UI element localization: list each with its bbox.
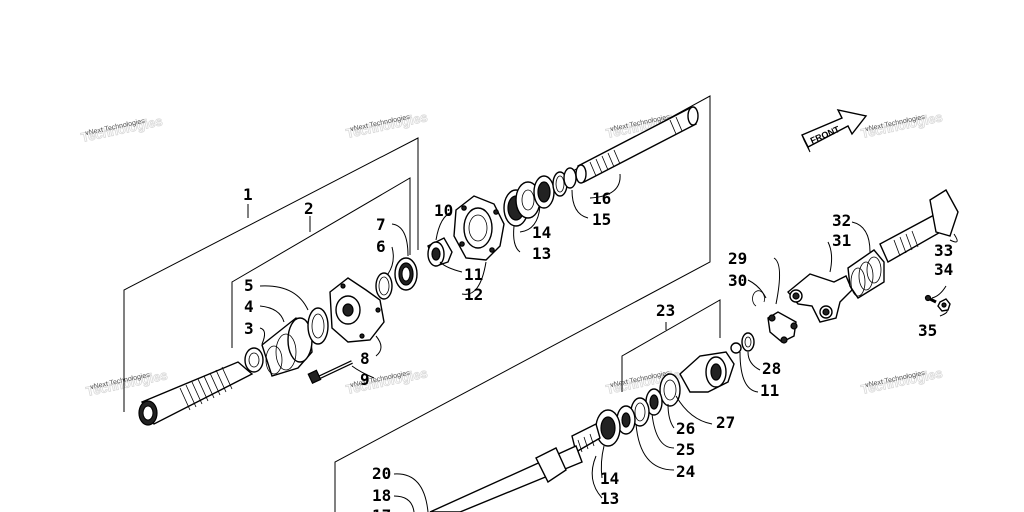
bearing-part-26 (659, 373, 681, 407)
upper-left-assembly (138, 257, 418, 426)
bearing-part-24 (616, 397, 650, 435)
ring-part-5 (307, 307, 329, 345)
flange-hub-part-8 (329, 277, 385, 343)
watermark: Technologies vNext Technologies (84, 367, 169, 400)
callout-label: 11 (760, 381, 779, 400)
callout-label: 28 (762, 359, 781, 378)
callout-label: 12 (464, 285, 483, 304)
front-arrow: FRONT (801, 109, 868, 153)
bearing-part-25 (645, 388, 663, 416)
callout-label: 8 (360, 349, 370, 368)
callout-label: 14 (532, 223, 551, 242)
callout-label: 10 (434, 201, 453, 220)
washer-part-6 (375, 272, 393, 300)
shaft-part-33 (879, 189, 959, 263)
bolt-part-9 (307, 360, 353, 385)
callout-label: 23 (656, 301, 675, 320)
boot-part-4 (261, 317, 313, 377)
callout-label: 15 (592, 210, 611, 229)
callout-label: 25 (676, 440, 695, 459)
watermark: Technologies vNext Technologies (79, 113, 164, 146)
watermark: Technologies vNext Technologies (859, 109, 944, 142)
callout-label: 9 (360, 370, 370, 389)
callout-label: 3 (244, 319, 254, 338)
callout-label: 16 (592, 189, 611, 208)
callout-label: 4 (244, 297, 254, 316)
callout-label: 1 (243, 185, 253, 204)
lower-shaft-assembly (429, 342, 742, 512)
callout-label: 34 (934, 260, 953, 279)
ring-part-28 (741, 332, 755, 352)
callout-label: 27 (716, 413, 735, 432)
callout-label: 32 (832, 211, 851, 230)
bolt-part-34 (924, 294, 937, 304)
callout-label: 29 (728, 249, 747, 268)
callout-label: 35 (918, 321, 937, 340)
watermark: Technologies vNext Technologies (344, 109, 429, 142)
clamp-part-3 (244, 347, 264, 373)
callout-label: 13 (600, 489, 619, 508)
callout-label: 6 (376, 237, 386, 256)
u-joint-part-30 (767, 311, 798, 344)
callout-label: 13 (532, 244, 551, 263)
watermark-group: Technologies vNext Technologies Technolo… (79, 109, 944, 400)
callout-label: 18 (372, 486, 391, 505)
boot-part-32 (847, 249, 885, 299)
leader-lines (259, 173, 958, 512)
callout-label: 17 (372, 506, 391, 512)
callout-label: 2 (304, 199, 314, 218)
callout-label: 14 (600, 469, 619, 488)
callout-label: 26 (676, 419, 695, 438)
nut-part-35 (937, 298, 951, 312)
seal-part-7 (394, 257, 418, 291)
snap-ring-part-29 (752, 290, 765, 307)
housing-flange-part-12 (453, 195, 505, 261)
group-brackets (123, 95, 721, 512)
right-assembly (741, 189, 959, 352)
bearing-part-14 (533, 171, 568, 209)
snap-ring-part-15 (563, 167, 577, 189)
callout-label: 24 (676, 462, 695, 481)
yoke-part-27 (679, 342, 742, 393)
yoke-part-31 (787, 273, 853, 323)
callout-label: 7 (376, 215, 386, 234)
callout-labels: 1 2 3 4 5 6 7 8 9 10 11 12 13 14 15 16 2… (243, 185, 953, 512)
cup-part-10 (427, 237, 453, 267)
callout-label: 31 (832, 231, 851, 250)
upper-center-assembly (427, 106, 699, 267)
callout-label: 30 (728, 271, 747, 290)
shaft-part-17 (429, 422, 601, 512)
callout-label: 33 (934, 241, 953, 260)
callout-label: 20 (372, 464, 391, 483)
spline-shaft (138, 361, 254, 426)
watermark: Technologies vNext Technologies (859, 365, 944, 398)
callout-label: 5 (244, 276, 254, 295)
bearing-part-14-lower (595, 409, 621, 447)
callout-label: 11 (464, 265, 483, 284)
shaft-part-16 (575, 106, 699, 184)
